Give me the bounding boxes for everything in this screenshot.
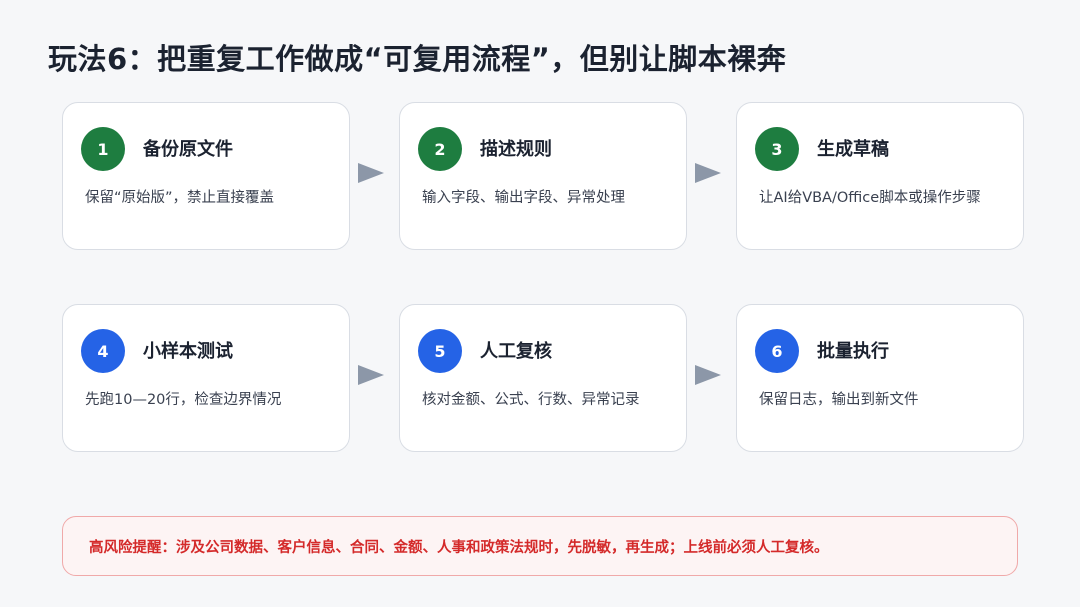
step-title: 小样本测试 [143, 341, 233, 362]
step-card-5: 5 人工复核 核对金额、公式、行数、异常记录 [399, 304, 687, 452]
risk-warning-text: 高风险提醒：涉及公司数据、客户信息、合同、金额、人事和政策法规时，先脱敏，再生成… [89, 539, 829, 556]
risk-warning-banner: 高风险提醒：涉及公司数据、客户信息、合同、金额、人事和政策法规时，先脱敏，再生成… [62, 516, 1018, 576]
arrow-right-icon [695, 365, 721, 385]
step-description: 让AI给VBA/Office脚本或操作步骤 [759, 190, 981, 206]
step-number-badge: 5 [418, 329, 462, 373]
step-card-3: 3 生成草稿 让AI给VBA/Office脚本或操作步骤 [736, 102, 1024, 250]
step-description: 保留“原始版”，禁止直接覆盖 [85, 190, 275, 206]
step-card-2: 2 描述规则 输入字段、输出字段、异常处理 [399, 102, 687, 250]
step-card-4: 4 小样本测试 先跑10—20行，检查边界情况 [62, 304, 350, 452]
step-card-1: 1 备份原文件 保留“原始版”，禁止直接覆盖 [62, 102, 350, 250]
step-description: 核对金额、公式、行数、异常记录 [422, 392, 640, 408]
step-title: 生成草稿 [817, 139, 889, 160]
step-title: 备份原文件 [143, 139, 233, 160]
arrow-right-icon [695, 163, 721, 183]
step-number-badge: 2 [418, 127, 462, 171]
step-title: 人工复核 [480, 341, 552, 362]
step-description: 输入字段、输出字段、异常处理 [422, 190, 625, 206]
page-title: 玩法6：把重复工作做成“可复用流程”，但别让脚本裸奔 [48, 42, 787, 76]
step-title: 批量执行 [817, 341, 889, 362]
step-title: 描述规则 [480, 139, 552, 160]
step-description: 保留日志，输出到新文件 [759, 392, 919, 408]
step-card-6: 6 批量执行 保留日志，输出到新文件 [736, 304, 1024, 452]
arrow-right-icon [358, 163, 384, 183]
step-number-badge: 6 [755, 329, 799, 373]
step-number-badge: 1 [81, 127, 125, 171]
step-description: 先跑10—20行，检查边界情况 [85, 392, 282, 408]
arrow-right-icon [358, 365, 384, 385]
step-number-badge: 4 [81, 329, 125, 373]
step-number-badge: 3 [755, 127, 799, 171]
